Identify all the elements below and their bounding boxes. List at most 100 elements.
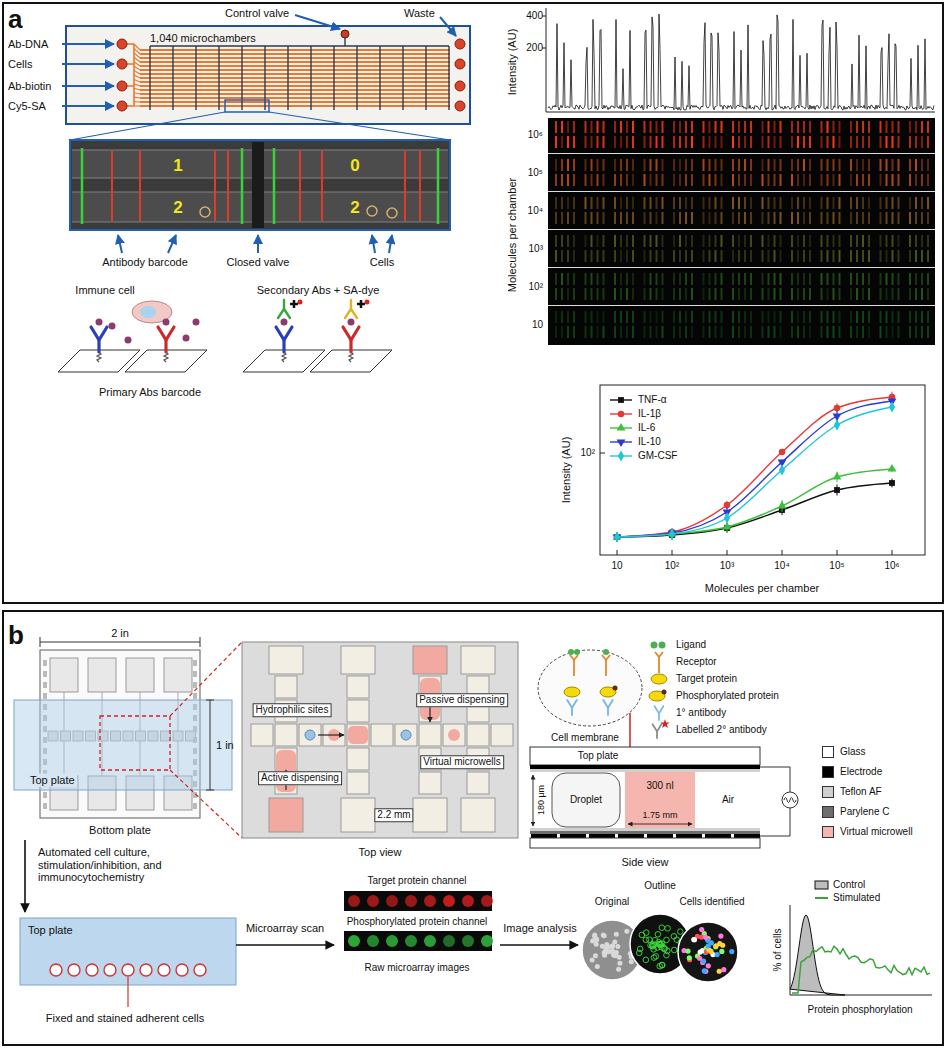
barcode-image <box>797 273 799 285</box>
barcode-image <box>732 311 734 323</box>
barcode-image <box>691 212 693 224</box>
edge-label: Microarray scan <box>246 922 324 935</box>
barcode-image <box>673 288 675 300</box>
barcode-image <box>679 273 681 285</box>
barcode-image <box>898 250 900 262</box>
barcode-image <box>555 212 557 224</box>
barcode-image <box>620 250 622 262</box>
barcode-image <box>597 174 599 186</box>
barcode-image <box>868 121 870 133</box>
barcode-image <box>632 235 634 247</box>
barcode-image <box>768 159 770 171</box>
cell-segmentation-images <box>721 967 726 972</box>
barcode-image <box>644 136 646 148</box>
legend-label: IL-10 <box>638 436 661 448</box>
callout-label: Passive dispensing <box>416 693 508 707</box>
cell-segmentation-images <box>639 932 645 938</box>
legend-label: Labelled 2° antibody <box>676 724 767 736</box>
microfluidic-chip <box>134 75 140 78</box>
barcode-image <box>721 326 723 338</box>
chip-schematic: Top plateBottom plate <box>14 645 234 840</box>
barcode-image <box>597 121 599 133</box>
axis-title: Intensity (AU) <box>560 437 573 504</box>
barcode-image <box>868 212 870 224</box>
barcode-image <box>548 118 935 345</box>
digital-microfluidic-chip <box>200 637 201 647</box>
barcode-image <box>691 197 693 209</box>
top-view-electrode-array <box>443 724 465 746</box>
legend-label: 1° antibody <box>676 707 726 719</box>
cell-segmentation-images <box>611 951 616 956</box>
microfluidic-chip <box>134 79 140 82</box>
barcode-image <box>703 212 705 224</box>
digital-microfluidic-chip <box>43 671 47 677</box>
illustration-label: Secondary Abs + SA-dye <box>257 284 380 297</box>
side-view-cross-section <box>676 834 702 838</box>
barcode-image <box>691 288 693 300</box>
barcode-image <box>898 136 900 148</box>
barcode-image <box>927 326 929 338</box>
barcode-image <box>644 326 646 338</box>
barcode-image <box>762 136 764 148</box>
barcode-image <box>703 136 705 148</box>
antibody-barcode-illustration <box>97 340 100 352</box>
barcode-image <box>656 311 658 323</box>
barcode-image <box>567 159 569 171</box>
chip-label: 1,040 microchambers <box>150 32 256 45</box>
microfluidic-chip <box>425 46 426 110</box>
side-view-cross-section <box>782 792 798 808</box>
barcode-image <box>721 311 723 323</box>
barcode-image <box>691 273 693 285</box>
chamber-micrograph <box>372 235 375 253</box>
microarray-strips <box>481 935 493 947</box>
barcode-image <box>744 159 746 171</box>
inlet-label: Cells <box>8 58 32 71</box>
digital-microfluidic-chip <box>170 642 242 716</box>
barcode-image <box>797 212 799 224</box>
microarray-strips <box>386 935 398 947</box>
calibration-chart <box>837 550 838 555</box>
chamber-micrograph <box>227 151 229 221</box>
barcode-image <box>662 174 664 186</box>
barcode-image <box>691 250 693 262</box>
barcode-image <box>850 235 852 247</box>
barcode-image <box>833 212 835 224</box>
process-step: Top plateFixed and stained adherent cell… <box>14 912 236 1030</box>
barcode-image <box>780 121 782 133</box>
barcode-image <box>791 159 793 171</box>
antibody-barcode-illustration <box>183 335 190 342</box>
antibody-barcode-illustration <box>293 300 296 308</box>
microfluidic-chip <box>127 105 134 107</box>
barcode-image <box>662 197 664 209</box>
barcode-image <box>691 174 693 186</box>
barcode-image <box>614 212 616 224</box>
microfluidic-chip <box>455 39 465 49</box>
callout-label: Closed valve <box>227 256 290 269</box>
barcode-image <box>679 174 681 186</box>
barcode-image <box>886 212 888 224</box>
barcode-image <box>892 273 894 285</box>
chamber-micrograph <box>419 151 421 221</box>
barcode-image <box>768 288 770 300</box>
barcode-image <box>626 174 628 186</box>
cell-segmentation-images <box>643 957 649 963</box>
barcode-image <box>827 197 829 209</box>
callout-label: Waste <box>404 7 435 20</box>
image-label: Original <box>595 896 629 908</box>
digital-microfluidic-chip <box>193 660 197 666</box>
barcode-image <box>715 326 717 338</box>
barcode-image <box>821 159 823 171</box>
barcode-image <box>886 159 888 171</box>
barcode-image <box>614 121 616 133</box>
barcode-image <box>862 235 864 247</box>
panel-frame: a <box>2 2 944 604</box>
barcode-image <box>809 197 811 209</box>
barcode-image <box>614 250 616 262</box>
barcode-image <box>738 250 740 262</box>
cell-segmentation-images <box>629 959 634 964</box>
calibration-chart <box>782 550 783 555</box>
antibody-barcode-illustration <box>193 319 200 326</box>
legend-label: Virtual microwell <box>840 826 913 838</box>
barcode-image <box>791 212 793 224</box>
calibration-chart <box>618 397 624 403</box>
